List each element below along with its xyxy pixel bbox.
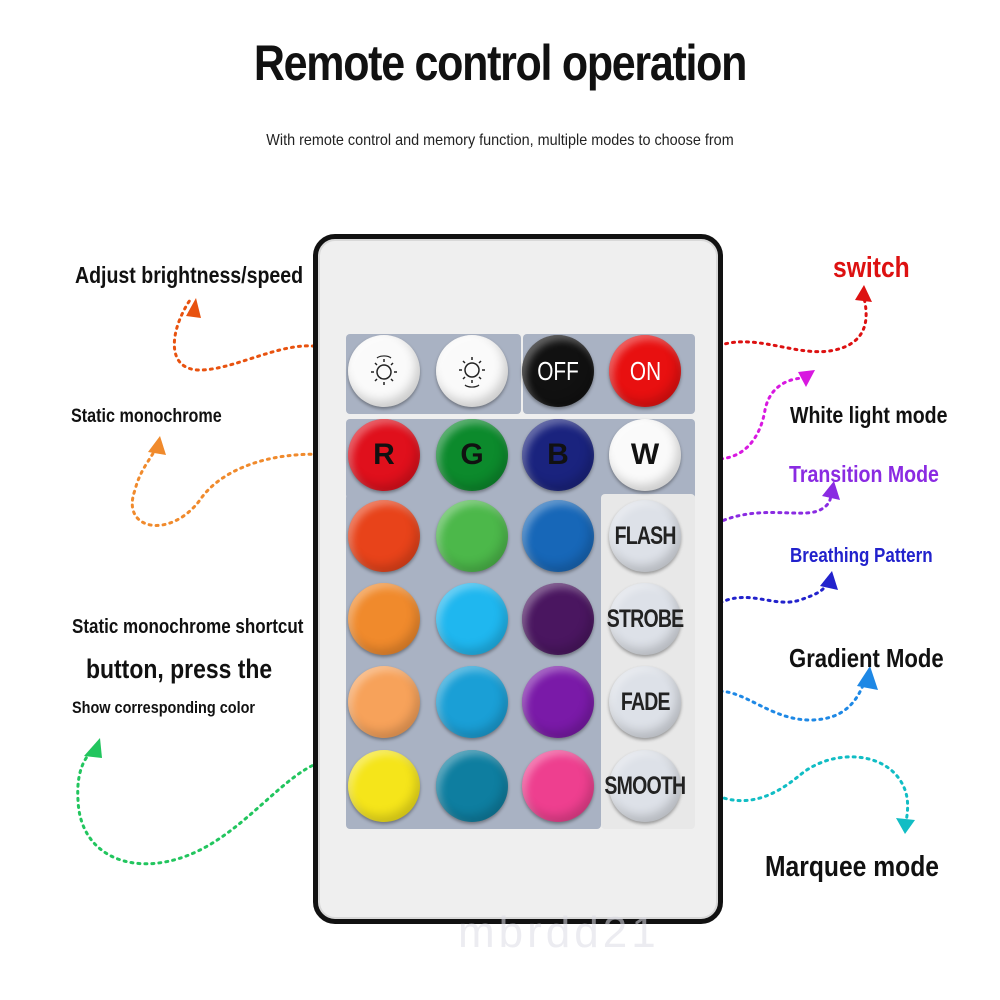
brightness-arrow-icon xyxy=(186,298,201,318)
b-label: B xyxy=(547,438,569,471)
static-arrow-icon xyxy=(148,436,166,455)
white-arrow-icon xyxy=(798,370,815,387)
brightness-line xyxy=(172,298,336,372)
color-button[interactable] xyxy=(522,666,594,738)
flash-line xyxy=(703,488,833,532)
strobe-line xyxy=(701,578,830,617)
w-label: W xyxy=(630,438,660,471)
r-label: R xyxy=(373,438,395,471)
switch-line xyxy=(693,296,868,362)
smooth-label: SMOOTH xyxy=(604,771,687,800)
smooth-button[interactable]: SMOOTH xyxy=(605,750,686,822)
label-breathing: Breathing Pattern xyxy=(790,545,933,567)
smooth-line xyxy=(703,755,910,824)
marquee-arrow-icon xyxy=(896,818,915,834)
label-transition: Transition Mode xyxy=(789,461,939,487)
green-button[interactable]: G xyxy=(436,419,508,491)
color-button[interactable] xyxy=(522,750,594,822)
red-button[interactable]: R xyxy=(348,419,420,491)
fade-button[interactable]: FADE xyxy=(609,666,681,738)
color-button[interactable] xyxy=(522,583,594,655)
label-shortcut-2: button, press the xyxy=(86,654,273,684)
shortcut-line xyxy=(76,748,348,866)
label-static-mono: Static monochrome xyxy=(71,406,222,427)
on-label: ON xyxy=(629,355,661,386)
off-label: OFF xyxy=(537,355,579,386)
off-button[interactable]: OFF xyxy=(522,335,594,407)
color-button[interactable] xyxy=(348,750,420,822)
blue-button[interactable]: B xyxy=(522,419,594,491)
color-button[interactable] xyxy=(436,750,508,822)
fade-label: FADE xyxy=(620,687,671,716)
strobe-label: STROBE xyxy=(606,604,684,633)
color-button[interactable] xyxy=(522,500,594,572)
transition-arrow-icon xyxy=(822,481,840,500)
color-button[interactable] xyxy=(348,500,420,572)
brightness-down-button[interactable] xyxy=(348,335,420,407)
page-subtitle: With remote control and memory function,… xyxy=(266,132,734,149)
white-button[interactable]: W xyxy=(609,419,681,491)
flash-label: FLASH xyxy=(614,521,676,550)
gradient-arrow-icon xyxy=(857,666,878,690)
color-button[interactable] xyxy=(436,500,508,572)
strobe-button[interactable]: STROBE xyxy=(606,583,684,655)
page-title: Remote control operation xyxy=(253,35,748,91)
sun-down-icon xyxy=(371,355,397,385)
color-button[interactable] xyxy=(348,666,420,738)
color-button[interactable] xyxy=(436,583,508,655)
color-button[interactable] xyxy=(436,666,508,738)
sun-up-icon xyxy=(459,357,485,388)
rgb-line xyxy=(131,446,334,527)
g-label: G xyxy=(460,438,484,471)
shortcut-arrow-icon xyxy=(84,738,102,758)
label-marquee: Marquee mode xyxy=(765,851,939,883)
label-shortcut-1: Static monochrome shortcut xyxy=(72,616,304,638)
breathing-arrow-icon xyxy=(820,571,838,590)
flash-button[interactable]: FLASH xyxy=(609,500,681,572)
on-button[interactable]: ON xyxy=(609,335,681,407)
switch-arrow-icon xyxy=(855,285,872,302)
label-switch: switch xyxy=(833,252,910,284)
brightness-up-button[interactable] xyxy=(436,335,508,407)
color-button[interactable] xyxy=(348,583,420,655)
label-brightness: Adjust brightness/speed xyxy=(75,262,304,288)
watermark: mbrdd21 xyxy=(458,908,660,957)
label-shortcut-3: Show corresponding color xyxy=(72,698,256,717)
label-white-light: White light mode xyxy=(790,402,948,428)
label-gradient: Gradient Mode xyxy=(789,643,944,673)
